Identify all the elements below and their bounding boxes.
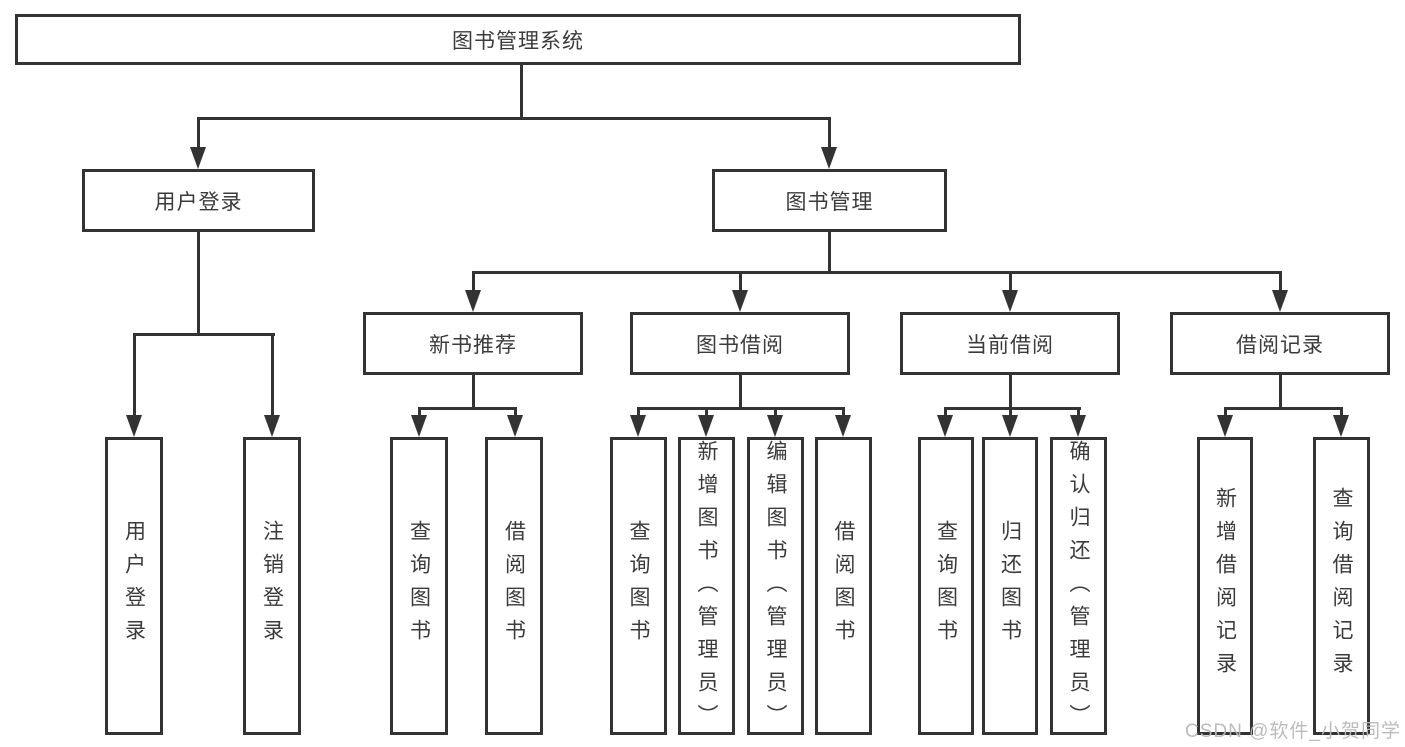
leaf-borrowing-borrow-books: 借阅图书 — [815, 437, 872, 735]
node-label: 新增借阅记录 — [1213, 487, 1237, 685]
node-label: 用户登录 — [154, 190, 243, 214]
connector-line — [472, 271, 1282, 274]
csdn-watermark: CSDN @软件_小贺同学 — [1185, 721, 1401, 742]
connector-line — [1077, 407, 1080, 415]
node-label: 查询借阅记录 — [1330, 487, 1354, 685]
connector-line — [271, 333, 274, 415]
connector-line — [1279, 271, 1282, 290]
node-book-management-branch: 图书管理 — [712, 169, 947, 232]
arrow-down-icon — [264, 415, 280, 437]
node-label: 用户登录 — [122, 520, 146, 652]
connector-line — [739, 375, 742, 410]
node-root-system: 图书管理系统 — [15, 14, 1021, 65]
node-label: 确认归还（管理员） — [1067, 440, 1091, 737]
connector-line — [418, 407, 421, 415]
connector-line — [705, 407, 708, 415]
leaf-current-return-books: 归还图书 — [982, 437, 1038, 735]
arrow-down-icon — [835, 415, 851, 437]
node-label: 当前借阅 — [966, 333, 1054, 357]
leaf-borrowing-add-books-admin: 新增图书（管理员） — [678, 437, 735, 737]
arrow-down-icon — [465, 290, 481, 312]
node-label: 借阅记录 — [1236, 333, 1324, 357]
node-book-borrowing: 图书借阅 — [630, 312, 850, 375]
connector-line — [418, 407, 517, 410]
arrow-down-icon — [1070, 415, 1086, 437]
leaf-records-query-borrow-record: 查询借阅记录 — [1313, 437, 1370, 735]
node-borrow-records: 借阅记录 — [1170, 312, 1390, 375]
leaf-recommend-borrow-books: 借阅图书 — [485, 437, 543, 735]
connector-line — [944, 407, 1081, 410]
connector-line — [1224, 407, 1227, 415]
leaf-logout: 注销登录 — [243, 437, 301, 735]
arrow-down-icon — [1333, 415, 1349, 437]
node-label: 归还图书 — [998, 520, 1022, 652]
node-label: 编辑图书（管理员） — [764, 440, 788, 737]
arrow-down-icon — [937, 415, 953, 437]
connector-line — [1009, 407, 1012, 415]
connector-line — [133, 333, 136, 415]
connector-line — [828, 232, 831, 274]
leaf-borrowing-query-books: 查询图书 — [610, 437, 667, 735]
connector-line — [472, 271, 475, 290]
arrow-down-icon — [698, 415, 714, 437]
connector-line — [197, 232, 200, 336]
arrow-down-icon — [126, 415, 142, 437]
node-label: 图书管理 — [785, 190, 874, 214]
connector-line — [1009, 375, 1012, 410]
connector-line — [197, 117, 831, 120]
node-label: 查询图书 — [627, 520, 651, 652]
node-label: 图书管理系统 — [452, 29, 584, 53]
arrow-down-icon — [190, 147, 206, 169]
node-label: 新书推荐 — [429, 333, 517, 357]
connector-line — [1340, 407, 1343, 415]
connector-line — [774, 407, 777, 415]
arrow-down-icon — [1002, 290, 1018, 312]
node-label: 查询图书 — [407, 520, 431, 652]
connector-line — [472, 375, 475, 410]
connector-line — [1009, 271, 1012, 290]
leaf-records-add-borrow-record: 新增借阅记录 — [1197, 437, 1253, 735]
connector-line — [1279, 375, 1282, 410]
connector-line — [842, 407, 845, 415]
leaf-current-confirm-return-admin: 确认归还（管理员） — [1050, 437, 1107, 737]
connector-line — [514, 407, 517, 415]
connector-line — [133, 333, 275, 336]
arrow-down-icon — [1217, 415, 1233, 437]
connector-line — [739, 271, 742, 290]
arrow-down-icon — [507, 415, 523, 437]
connector-line — [828, 117, 831, 147]
node-new-book-recommend: 新书推荐 — [363, 312, 583, 375]
connector-line — [1224, 407, 1343, 410]
connector-line — [637, 407, 845, 410]
leaf-borrowing-edit-books-admin: 编辑图书（管理员） — [747, 437, 804, 737]
leaf-current-query-books: 查询图书 — [918, 437, 974, 735]
node-label: 新增图书（管理员） — [695, 440, 719, 737]
connector-line — [197, 117, 200, 147]
arrow-down-icon — [630, 415, 646, 437]
arrow-down-icon — [767, 415, 783, 437]
leaf-user-login: 用户登录 — [105, 437, 163, 735]
arrow-down-icon — [1002, 415, 1018, 437]
node-current-borrowing: 当前借阅 — [900, 312, 1120, 375]
arrow-down-icon — [411, 415, 427, 437]
node-label: 注销登录 — [260, 520, 284, 652]
arrow-down-icon — [732, 290, 748, 312]
node-label: 借阅图书 — [502, 520, 526, 652]
node-label: 图书借阅 — [696, 333, 784, 357]
arrow-down-icon — [821, 147, 837, 169]
connector-line — [520, 65, 523, 119]
leaf-recommend-query-books: 查询图书 — [390, 437, 448, 735]
node-label: 借阅图书 — [832, 520, 856, 652]
connector-line — [944, 407, 947, 415]
node-user-login-branch: 用户登录 — [82, 169, 315, 232]
connector-line — [637, 407, 640, 415]
node-label: 查询图书 — [934, 520, 958, 652]
arrow-down-icon — [1272, 290, 1288, 312]
